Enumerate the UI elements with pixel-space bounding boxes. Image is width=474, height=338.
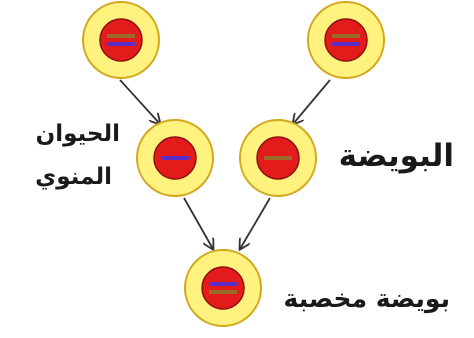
egg-label: البويضة (338, 138, 454, 174)
arrow-egg-to-zygote (240, 197, 271, 249)
arrow-sperm-to-zygote (183, 197, 213, 249)
sperm-cell (136, 119, 214, 197)
top-left-cell (82, 1, 160, 79)
chromosome-brown (332, 34, 360, 38)
arrow-topright-to-egg (293, 79, 331, 124)
arrow-topleft-to-sperm (119, 79, 160, 124)
chromosome-purple (332, 42, 360, 46)
zygote-label: بويضة مخصبة (283, 284, 450, 313)
cell-nucleus (99, 18, 143, 62)
chromosome-brown (209, 290, 237, 294)
zygote-cell (184, 249, 262, 327)
sperm-label-line2: المنوي (35, 164, 112, 190)
chromosome-purple (107, 42, 135, 46)
cell-nucleus (201, 266, 245, 310)
cell-nucleus (324, 18, 368, 62)
chromosome-brown (264, 156, 292, 160)
top-right-cell (307, 1, 385, 79)
chromosome-purple (209, 282, 237, 286)
chromosome-purple (161, 156, 189, 160)
sperm-label-line1: الحيوان (35, 121, 120, 147)
chromosome-brown (107, 34, 135, 38)
egg-cell (239, 119, 317, 197)
